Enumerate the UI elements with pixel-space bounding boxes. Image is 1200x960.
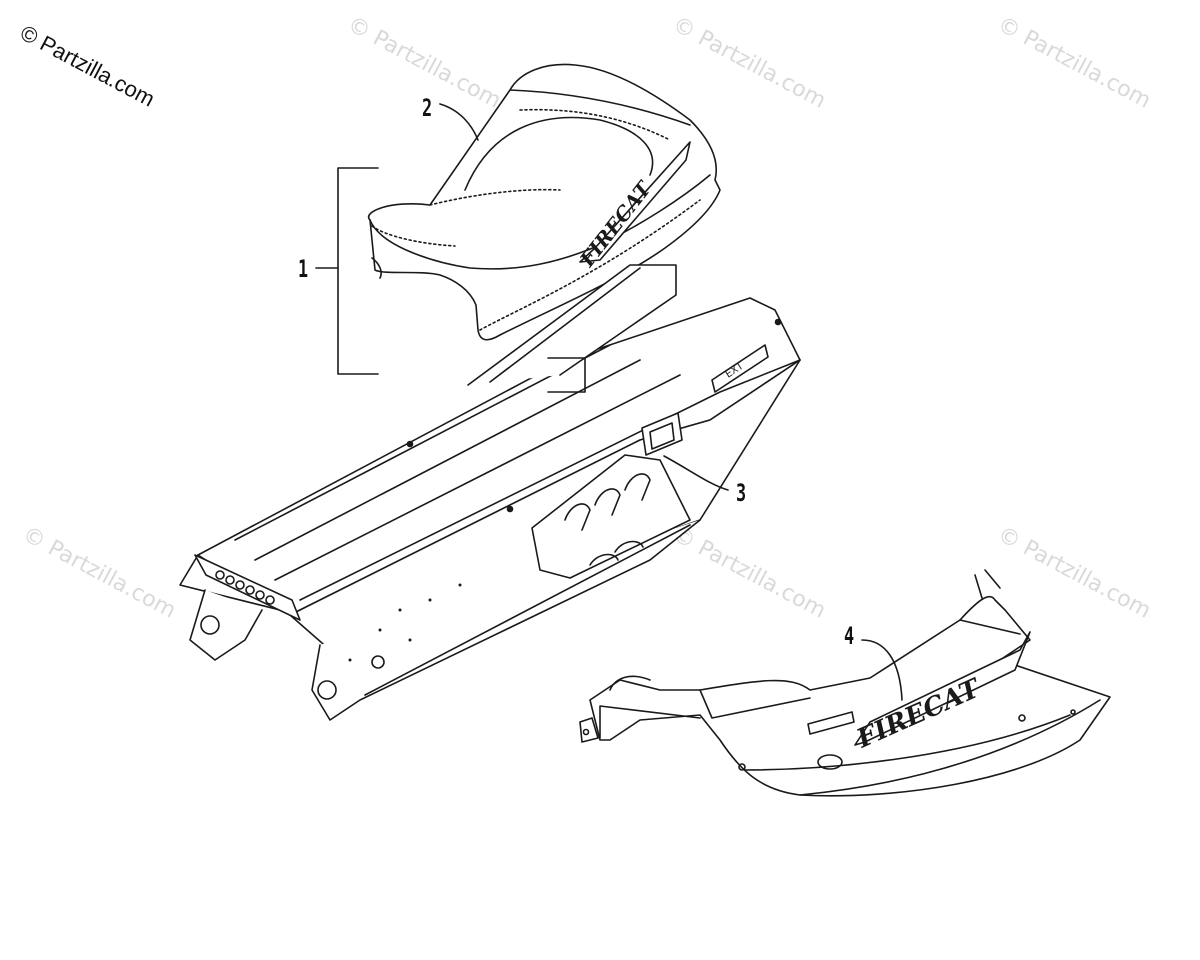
callout-2[interactable]: 2 <box>422 94 433 122</box>
tunnel-icon[interactable]: EXT <box>179 264 801 721</box>
callout-4[interactable]: 4 <box>844 622 855 650</box>
callout-3[interactable]: 3 <box>736 479 747 507</box>
seat-icon[interactable]: FIRECAT <box>367 63 721 341</box>
hood-icon[interactable]: FIRECAT <box>579 569 1111 797</box>
callout-1[interactable]: 1 <box>298 255 309 283</box>
